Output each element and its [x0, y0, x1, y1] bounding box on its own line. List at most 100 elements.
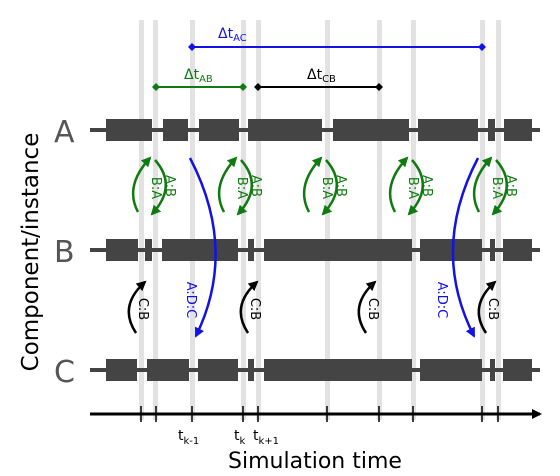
- interval-ab-end-marker: [239, 83, 247, 91]
- exchange-label-a-b: A:B: [248, 175, 263, 197]
- arrow-a-to-c: [451, 157, 480, 338]
- gridline: [256, 20, 261, 420]
- row-a-step: [106, 119, 152, 141]
- row-c-step: [248, 359, 254, 381]
- arrow-a-to-b: [236, 159, 254, 216]
- gridline: [325, 20, 330, 420]
- interval-ac-start-marker: [188, 43, 196, 51]
- exchange-label-a-d-c: A:D:C: [434, 282, 449, 319]
- exchange-label-a-b: A:B: [333, 175, 348, 197]
- interval-ab: ΔtAB: [152, 67, 247, 91]
- gridline: [241, 20, 246, 420]
- arrow-c-to-b: [127, 280, 147, 334]
- arrow-a-to-c: [188, 157, 217, 338]
- exchange-ab-2: B:A A:B: [217, 156, 263, 216]
- row-c-step: [264, 359, 412, 381]
- arrow-b-to-a: [217, 156, 238, 213]
- tick-label-t-k-plus-1: tk+1: [253, 428, 279, 447]
- interval-ac-label: ΔtAC: [218, 26, 247, 44]
- exchange-label-a-b: A:B: [419, 175, 434, 197]
- gridline: [496, 20, 501, 420]
- arrow-b-to-a: [131, 156, 152, 213]
- exchange-ab-1: B:A A:B: [131, 156, 177, 216]
- time-gridlines: [139, 20, 501, 420]
- time-axis-ticks: [140, 406, 499, 422]
- y-axis-title: Component/instance: [18, 133, 44, 372]
- interval-cb-end-marker: [375, 83, 383, 91]
- row-b-timeline: [90, 239, 540, 261]
- row-b-step: [162, 239, 238, 261]
- exchange-label-c-b: C:B: [247, 298, 262, 320]
- arrow-b-to-a: [472, 156, 493, 213]
- row-a-step: [333, 119, 409, 141]
- interval-cb-label: ΔtCB: [307, 67, 336, 85]
- exchange-cb-4: C:B: [477, 280, 500, 334]
- row-c-step: [198, 359, 238, 381]
- interval-ab-label: ΔtAB: [184, 67, 213, 85]
- row-a-timeline: [90, 119, 540, 141]
- row-a-step: [199, 119, 239, 141]
- exchange-cb-1: C:B: [127, 280, 150, 334]
- exchange-cb-2: C:B: [239, 280, 262, 334]
- exchange-label-b-a: B:A: [405, 177, 420, 199]
- row-b-step: [106, 239, 138, 261]
- exchange-label-b-a: B:A: [489, 177, 504, 199]
- row-label-a: A: [54, 115, 75, 150]
- exchange-label-a-b: A:B: [503, 175, 518, 197]
- arrow-c-to-b: [477, 280, 497, 334]
- exchange-cb-3: C:B: [357, 280, 380, 334]
- row-b-step: [145, 239, 152, 261]
- arrow-a-to-b: [491, 159, 509, 216]
- gridline: [377, 20, 382, 420]
- row-a-step: [488, 119, 495, 141]
- row-b-step: [248, 239, 254, 261]
- row-c-step: [147, 359, 189, 381]
- exchange-adc-2: A:D:C: [434, 157, 480, 338]
- row-b-step: [264, 239, 412, 261]
- exchange-ab-4: B:A A:B: [388, 156, 434, 216]
- row-label-c: C: [54, 355, 75, 390]
- exchange-adc-1: A:D:C: [183, 157, 217, 338]
- row-c-step: [503, 359, 532, 381]
- row-a-step: [163, 119, 188, 141]
- exchange-label-b-a: B:A: [319, 177, 334, 199]
- row-a-step: [504, 119, 532, 141]
- row-c-step: [490, 359, 495, 381]
- row-b-step: [420, 239, 482, 261]
- arrow-c-to-b: [357, 280, 377, 334]
- exchange-ab-5: B:A A:B: [472, 156, 518, 216]
- exchange-label-c-b: C:B: [135, 298, 150, 320]
- arrow-b-to-a: [302, 156, 323, 213]
- gridline: [139, 20, 144, 420]
- row-c-step: [420, 359, 482, 381]
- gridline: [153, 20, 158, 420]
- row-b-step: [490, 239, 495, 261]
- tick-label-t-k: tk: [234, 428, 246, 447]
- arrow-c-to-b: [239, 280, 259, 334]
- interval-cb: ΔtCB: [254, 67, 383, 91]
- tick-label-t-k-minus-1: tk-1: [178, 428, 199, 447]
- row-c-step: [106, 359, 137, 381]
- exchange-label-c-b: C:B: [485, 298, 500, 320]
- exchange-label-a-d-c: A:D:C: [183, 282, 198, 319]
- x-axis-title: Simulation time: [228, 449, 402, 474]
- row-label-b: B: [54, 235, 75, 270]
- row-a-step: [418, 119, 478, 141]
- gridline: [480, 20, 485, 420]
- row-c-timeline: [90, 359, 540, 381]
- gridline: [190, 20, 195, 420]
- exchange-label-a-b: A:B: [162, 175, 177, 197]
- exchange-label-b-a: B:A: [234, 177, 249, 199]
- row-b-step: [503, 239, 532, 261]
- arrow-a-to-b: [321, 159, 339, 216]
- interval-ab-start-marker: [152, 83, 160, 91]
- exchange-ab-3: B:A A:B: [302, 156, 348, 216]
- interval-ac-end-marker: [478, 43, 486, 51]
- row-a-step: [248, 119, 322, 141]
- exchange-label-b-a: B:A: [148, 177, 163, 199]
- interval-ac: ΔtAC: [188, 26, 486, 51]
- arrow-b-to-a: [388, 156, 409, 213]
- arrow-a-to-b: [150, 159, 168, 216]
- gridline: [411, 20, 416, 420]
